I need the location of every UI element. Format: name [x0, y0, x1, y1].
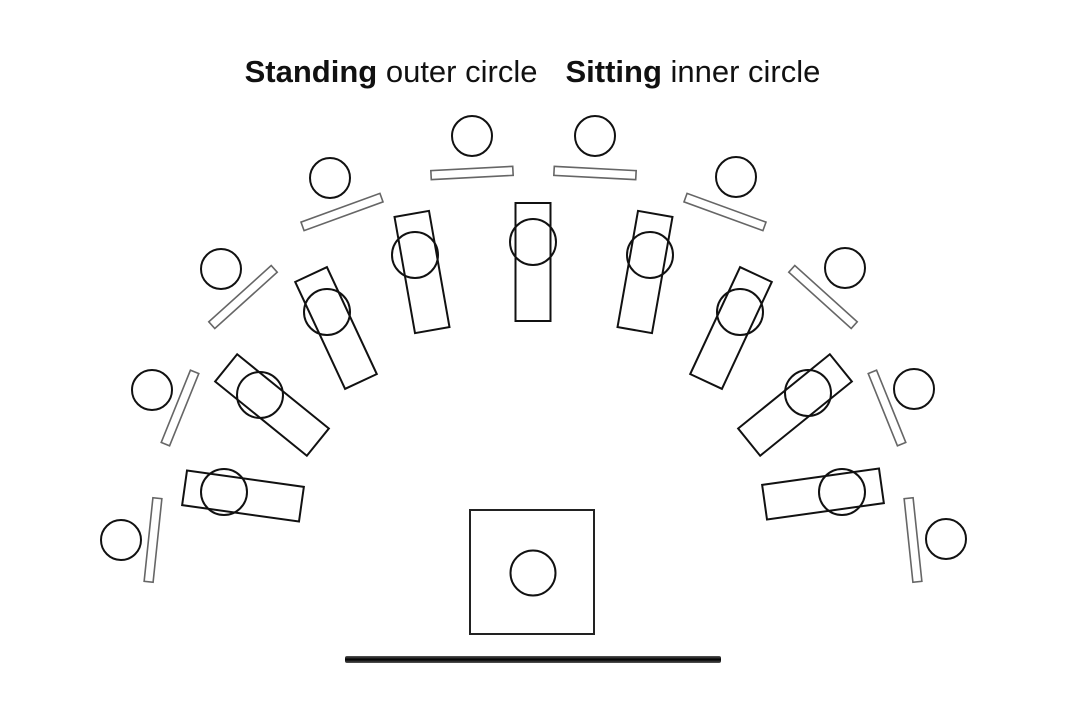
standing-rest: outer circle [377, 54, 538, 89]
standing-person-icon-2 [574, 115, 616, 157]
sitting-person-icon-7 [716, 288, 764, 336]
sitting-person-icon-9 [818, 468, 866, 516]
sitting-bold: Sitting [565, 54, 662, 89]
standing-label: Standing outer circle [245, 50, 538, 94]
sitting-chair-1 [514, 202, 552, 322]
music-stand-9 [143, 496, 163, 584]
standing-person-icon-6 [824, 247, 866, 289]
standing-person-icon-3 [309, 157, 351, 199]
conductor-podium [469, 509, 595, 635]
outer-circle-standing [100, 115, 967, 584]
sitting-person-icon-1 [509, 218, 557, 266]
sitting-chair-8 [736, 352, 854, 458]
music-stand-5 [207, 264, 279, 330]
standing-person-icon-9 [100, 519, 142, 561]
music-stand-8 [867, 369, 907, 447]
music-stand-2 [552, 165, 638, 181]
stage-edge-line [345, 656, 721, 663]
sitting-chair-3 [293, 265, 379, 391]
sitting-label: Sitting inner circle [565, 50, 820, 94]
sitting-person-icon-2 [391, 231, 439, 279]
sitting-person-icon-6 [626, 231, 674, 279]
sitting-person-icon-5 [200, 468, 248, 516]
standing-person-icon-5 [200, 248, 242, 290]
standing-person-icon-4 [715, 156, 757, 198]
music-stand-3 [299, 192, 385, 232]
sitting-chair-2 [393, 209, 451, 335]
conductor-person-icon [509, 549, 557, 597]
music-stand-1 [429, 165, 515, 181]
sitting-person-icon-4 [236, 371, 284, 419]
music-stand-7 [160, 369, 200, 447]
music-stand-6 [787, 264, 859, 330]
sitting-chair-7 [688, 265, 774, 391]
music-stand-10 [903, 496, 923, 584]
standing-bold: Standing [244, 54, 378, 89]
sitting-chair-9 [761, 467, 885, 521]
standing-person-icon-7 [131, 369, 173, 411]
conductor-area [469, 509, 595, 635]
music-stand-4 [682, 192, 768, 232]
standing-person-icon-10 [925, 518, 967, 560]
sitting-chair-4 [213, 352, 331, 458]
standing-person-icon-8 [893, 368, 935, 410]
sitting-rest: inner circle [661, 54, 821, 89]
diagram-title: Standing outer circle Sitting inner circl… [0, 50, 1065, 94]
sitting-person-icon-3 [303, 288, 351, 336]
standing-person-icon-1 [451, 115, 493, 157]
inner-circle-sitting [181, 202, 885, 523]
sitting-chair-5 [181, 469, 305, 523]
sitting-person-icon-8 [784, 369, 832, 417]
